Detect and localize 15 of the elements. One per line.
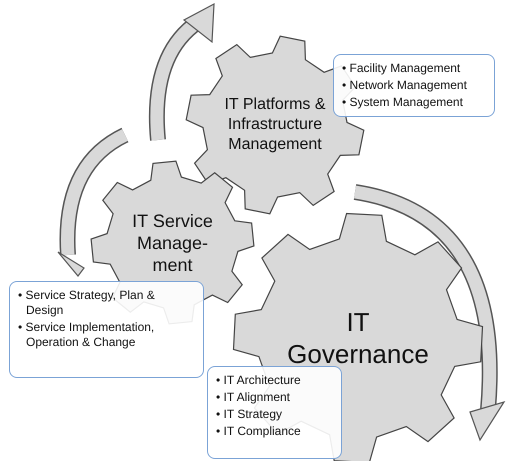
gear-label: IT Governance bbox=[286, 306, 430, 370]
list-item: • Service Implementation, Operation & Change bbox=[18, 320, 156, 350]
gear-label: IT Service Manage- ment bbox=[131, 210, 214, 276]
list-item: • IT Architecture bbox=[216, 373, 302, 388]
gear-label: IT Platforms & Infrastructure Management bbox=[223, 95, 327, 155]
list-item: • IT Alignment bbox=[216, 390, 292, 405]
list-item: • System Management bbox=[342, 95, 464, 110]
list-box bbox=[333, 54, 495, 117]
list-item: • IT Compliance bbox=[216, 424, 302, 439]
list-item: • Network Management bbox=[342, 78, 468, 93]
list-item: • Facility Management bbox=[342, 61, 462, 76]
list-box bbox=[9, 281, 204, 378]
list-item: • Service Strategy, Plan & Design bbox=[18, 288, 156, 318]
list-box bbox=[207, 366, 342, 459]
list-item: • IT Strategy bbox=[216, 407, 284, 422]
